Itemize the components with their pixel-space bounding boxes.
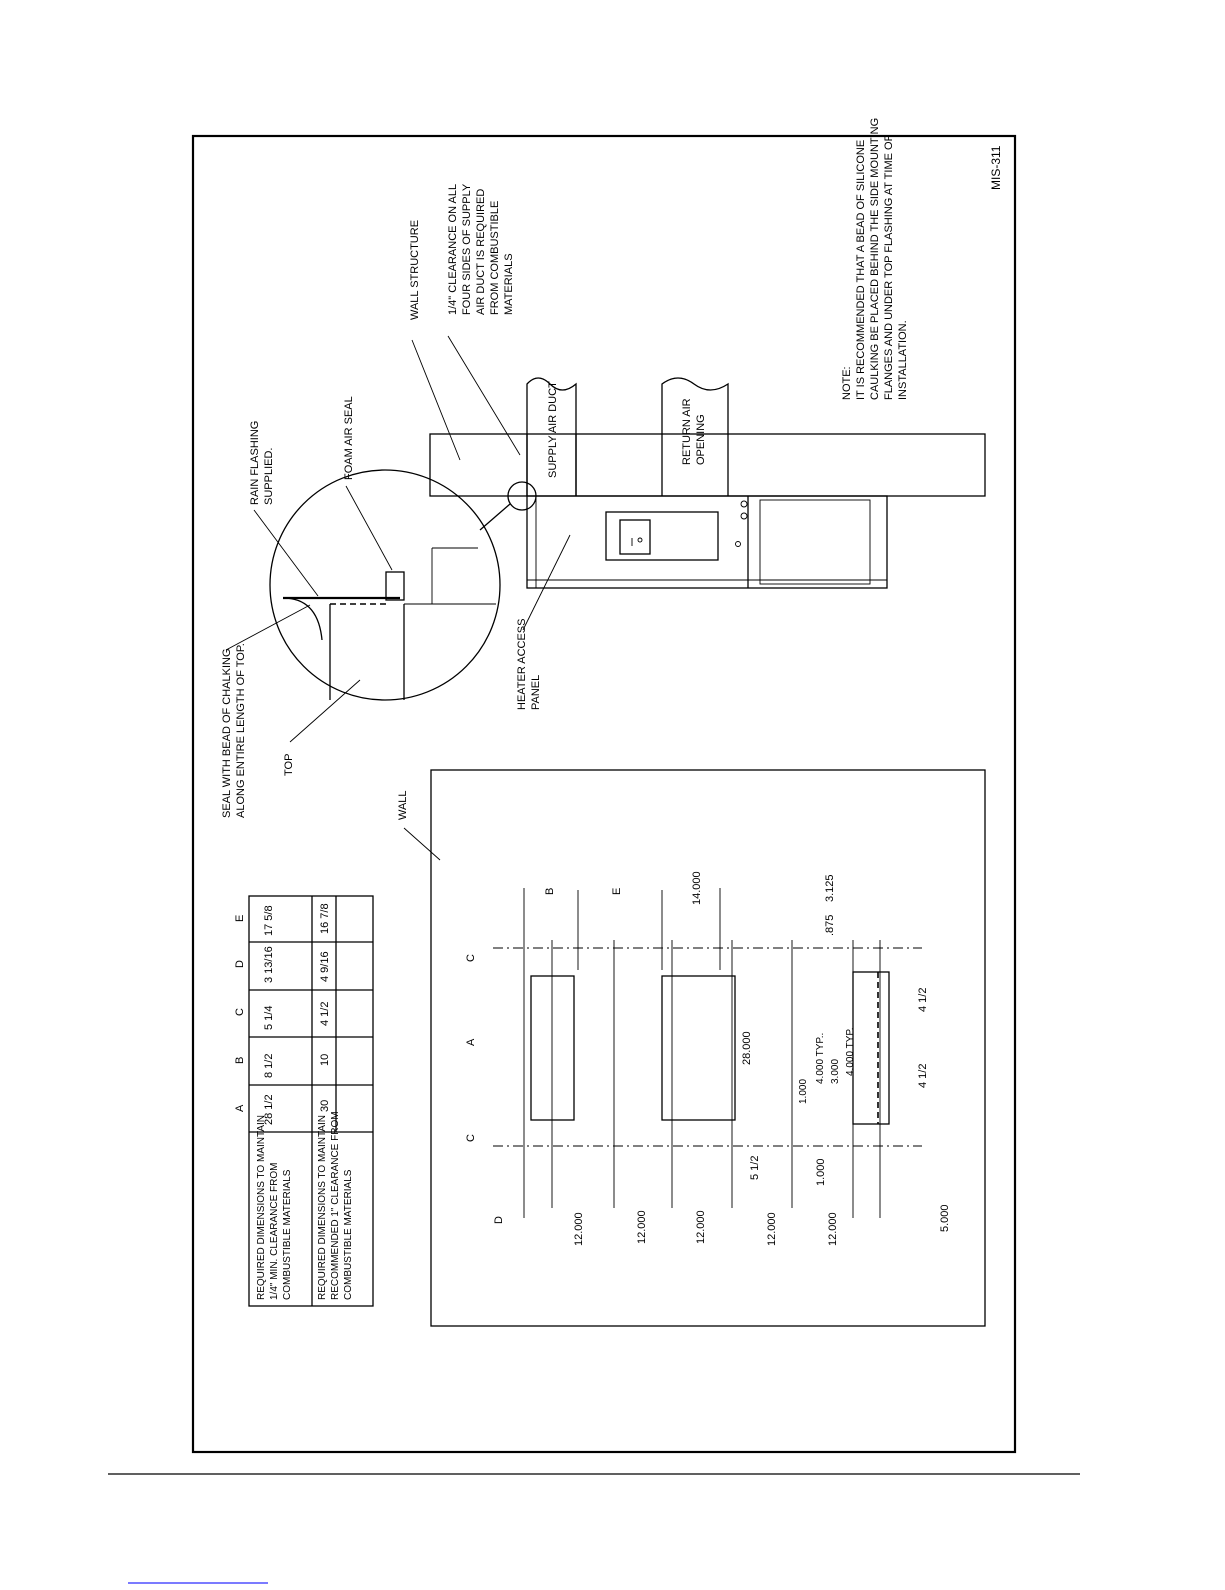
wall-opening-plan: D B E A C C 12.000 12.000 12.000 12.000 … <box>430 769 986 1327</box>
clearance-note-line-2: FOUR SIDES OF SUPPLY <box>461 183 473 315</box>
clearance-table: A B C D E REQUIRED DIMENSIONS TO MAINTAI… <box>234 895 374 1307</box>
foam-air-seal-label: FOAM AIR SEAL <box>343 396 355 480</box>
installation-note: NOTE: IT IS RECOMMENDED THAT A BEAD OF S… <box>841 118 909 400</box>
dim-3125: 3.125 <box>824 874 836 902</box>
rain-flashing-label-1: RAIN FLASHING <box>249 421 261 505</box>
row1-value-c: 5 1/4 <box>263 1006 275 1030</box>
supply-air-duct <box>526 377 577 496</box>
clearance-note-line-1: 1/4" CLEARANCE ON ALL <box>447 184 459 315</box>
table-header-e: E <box>234 915 246 922</box>
dim-e: E <box>611 888 623 895</box>
row1-value-a: 28 1/2 <box>263 1094 275 1125</box>
row2-value-d: 4 9/16 <box>319 951 331 982</box>
supply-opening <box>530 975 575 1121</box>
drawing-border <box>191 134 1017 1454</box>
clearance-note-line-3: AIR DUCT IS REQUIRED <box>475 189 487 315</box>
heater-access-label-2: PANEL <box>530 675 542 710</box>
row2-value-a: 30 <box>319 1100 331 1112</box>
note-line-1: NOTE: <box>841 366 853 400</box>
wall-structure-label: WALL STRUCTURE <box>409 220 421 320</box>
note-line-4: FLANGES AND UNDER TOP FLASHING AT TIME O… <box>883 134 895 400</box>
return-air-label-1: RETURN AIR <box>681 398 693 465</box>
clearance-note-line-5: MATERIALS <box>503 253 515 315</box>
condenser-grille <box>759 499 871 585</box>
row1-label-3: COMBUSTIBLE MATERIALS <box>282 1169 293 1300</box>
dim-28: 28.000 <box>741 1031 753 1065</box>
table-header-b: B <box>234 1057 246 1064</box>
top-label: TOP <box>283 754 295 776</box>
dim-b: B <box>544 888 556 895</box>
table-header-c: C <box>234 1008 246 1016</box>
mounting-bracket <box>852 971 890 1125</box>
note-line-3: CAULKING BE PLACED BEHIND THE SIDE MOUNT… <box>869 118 881 400</box>
clearance-note-line-4: FROM COMBUSTIBLE <box>489 201 501 315</box>
return-air-label-2: OPENING <box>695 414 707 465</box>
row2-label-3: COMBUSTIBLE MATERIALS <box>343 1169 354 1300</box>
dim-c-right: C <box>465 954 477 962</box>
supply-air-duct-label: SUPPLY AIR DUCT <box>547 381 559 478</box>
row2-value-c: 4 1/2 <box>319 1002 331 1026</box>
return-opening <box>661 975 736 1121</box>
table-header-d: D <box>234 960 246 968</box>
dim-1-b: 1.000 <box>815 1158 827 1186</box>
row2-value-b: 10 <box>319 1054 331 1066</box>
flashing-detail <box>269 469 501 701</box>
dim-14: 14.000 <box>691 871 703 905</box>
wall-label: WALL <box>397 790 409 820</box>
wall-structure-elevation: SUPPLY AIR DUCT RETURN AIR OPENING <box>429 377 986 589</box>
row1-value-b: 8 1/2 <box>263 1054 275 1078</box>
unit-cabinet <box>526 495 888 589</box>
note-line-5: INSTALLATION. <box>897 320 909 400</box>
row1-value-e: 17 5/8 <box>263 905 275 936</box>
dim-12-1: 12.000 <box>573 1212 585 1246</box>
row2-value-e: 16 7/8 <box>319 903 331 934</box>
dim-1-a: 1.000 <box>798 1079 809 1104</box>
dim-12-4: 12.000 <box>766 1212 778 1246</box>
dim-5-5: 5 1/2 <box>749 1156 761 1180</box>
dim-12-3: 12.000 <box>695 1210 707 1244</box>
seal-bead-label-2: ALONG ENTIRE LENGTH OF TOP. <box>235 643 247 818</box>
dim-12-5: 12.000 <box>827 1212 839 1246</box>
dim-c-left: C <box>465 1134 477 1142</box>
control-panel <box>605 511 719 561</box>
row1-label-1: REQUIRED DIMENSIONS TO MAINTAIN <box>256 1115 267 1300</box>
detail-marker <box>507 481 537 511</box>
dim-4-5-b: 4 1/2 <box>917 988 929 1012</box>
heater-access-label-1: HEATER ACCESS <box>516 619 528 711</box>
note-line-2: IT IS RECOMMENDED THAT A BEAD OF SILICON… <box>855 140 867 400</box>
return-air-opening <box>661 377 729 496</box>
wall-outline <box>430 769 986 1327</box>
dim-3: 3.000 <box>830 1059 841 1084</box>
dim-12-2: 12.000 <box>636 1210 648 1244</box>
row2-label-2: RECOMMENDED 1" CLEARANCE FROM <box>330 1111 341 1300</box>
row1-label-2: 1/4" MIN. CLEARANCE FROM <box>269 1163 280 1300</box>
dim-a: A <box>465 1038 477 1046</box>
dim-5: 5.000 <box>939 1204 951 1232</box>
callouts: WALL STRUCTURE 1/4" CLEARANCE ON ALL FOU… <box>221 183 571 861</box>
dim-875: .875 <box>824 915 836 936</box>
table-header-a: A <box>234 1104 246 1112</box>
rain-flashing-label-2: SUPPLIED. <box>263 448 275 505</box>
row1-value-d: 3 13/16 <box>263 946 275 983</box>
drawing-id: MIS-311 <box>989 145 1003 190</box>
dim-4typ-b: 4.000 TYP. <box>845 1027 856 1076</box>
dim-4-5-a: 4 1/2 <box>917 1064 929 1088</box>
seal-bead-label-1: SEAL WITH BEAD OF CHALKING <box>221 648 233 818</box>
dim-d: D <box>493 1216 505 1224</box>
dim-4typ-a: 4.000 TYP.. <box>815 1033 826 1084</box>
row2-label-1: REQUIRED DIMENSIONS TO MAINTAIN <box>317 1115 328 1300</box>
